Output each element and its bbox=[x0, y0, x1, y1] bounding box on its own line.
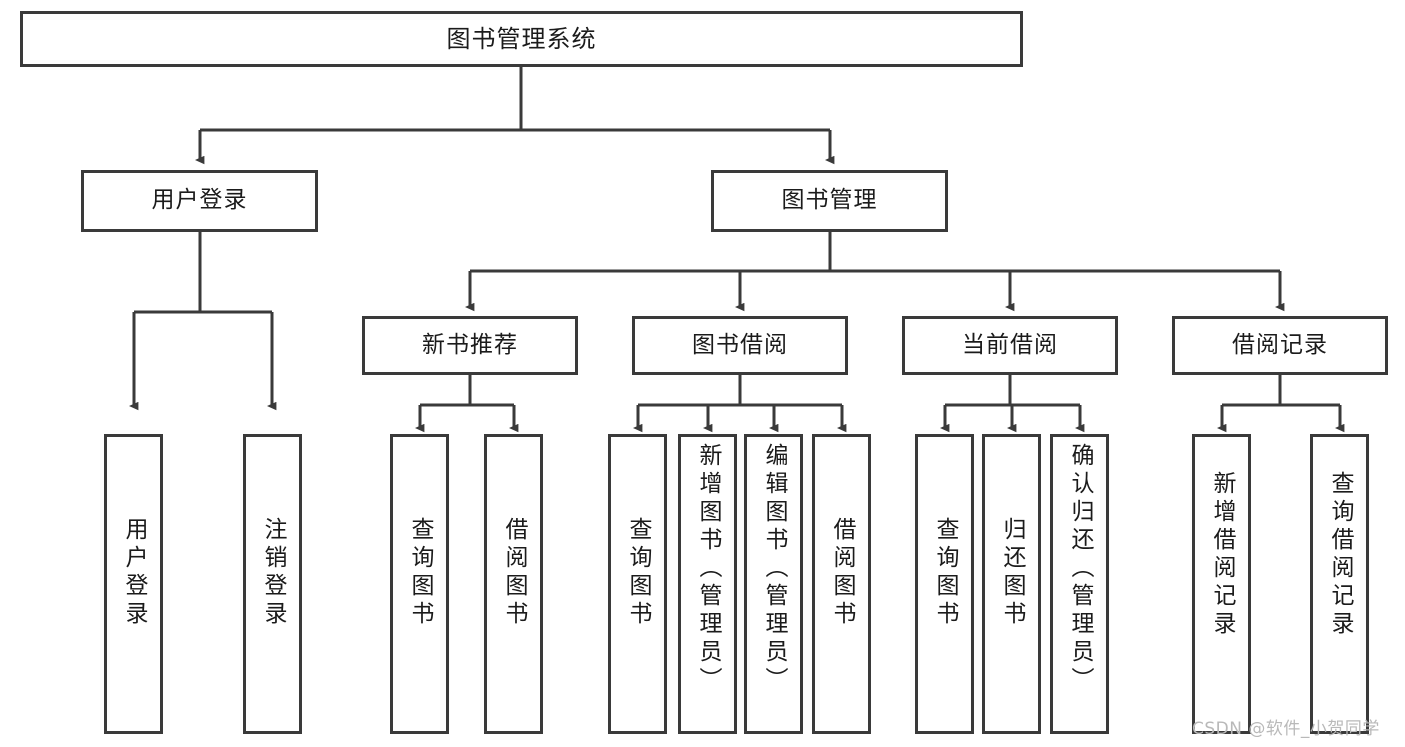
node-root-book-management-system[interactable]: 图书管理系统 bbox=[20, 11, 1023, 67]
node-label: 借阅图书 bbox=[829, 517, 855, 629]
node-book-borrow[interactable]: 图书借阅 bbox=[632, 316, 848, 375]
node-label: 注销登录 bbox=[260, 517, 286, 629]
node-label: 查询图书 bbox=[407, 517, 433, 629]
node-book-management[interactable]: 图书管理 bbox=[711, 170, 948, 232]
node-label: 当前借阅 bbox=[962, 331, 1058, 358]
node-label: 用户登录 bbox=[121, 517, 147, 629]
node-label: 新书推荐 bbox=[422, 331, 518, 358]
node-label: 查询借阅记录 bbox=[1327, 471, 1353, 639]
leaf-query-book-current[interactable]: 查询图书 bbox=[915, 434, 974, 734]
node-label: 新增图书（管理员） bbox=[695, 443, 721, 695]
leaf-edit-book-admin[interactable]: 编辑图书（管理员） bbox=[744, 434, 803, 734]
leaf-add-book-admin[interactable]: 新增图书（管理员） bbox=[678, 434, 737, 734]
node-label: 图书借阅 bbox=[692, 331, 788, 358]
node-new-book-recommend[interactable]: 新书推荐 bbox=[362, 316, 578, 375]
node-label: 新增借阅记录 bbox=[1209, 471, 1235, 639]
leaf-confirm-return-admin[interactable]: 确认归还（管理员） bbox=[1050, 434, 1109, 734]
node-borrow-record[interactable]: 借阅记录 bbox=[1172, 316, 1388, 375]
leaf-add-borrow-record[interactable]: 新增借阅记录 bbox=[1192, 434, 1251, 734]
node-label: 归还图书 bbox=[999, 517, 1025, 629]
leaf-logout[interactable]: 注销登录 bbox=[243, 434, 302, 734]
leaf-return-book[interactable]: 归还图书 bbox=[982, 434, 1041, 734]
node-label: 确认归还（管理员） bbox=[1067, 443, 1093, 695]
node-label: 图书管理系统 bbox=[446, 24, 597, 53]
node-label: 图书管理 bbox=[781, 187, 878, 214]
node-label: 借阅图书 bbox=[501, 517, 527, 629]
leaf-user-login[interactable]: 用户登录 bbox=[104, 434, 163, 734]
node-label: 编辑图书（管理员） bbox=[761, 443, 787, 695]
node-label: 借阅记录 bbox=[1232, 331, 1328, 358]
node-current-borrow[interactable]: 当前借阅 bbox=[902, 316, 1118, 375]
node-label: 用户登录 bbox=[151, 187, 248, 214]
csdn-watermark: CSDN @软件_小贺同学 bbox=[1192, 719, 1380, 739]
leaf-borrow-book-recommend[interactable]: 借阅图书 bbox=[484, 434, 543, 734]
node-label: 查询图书 bbox=[932, 517, 958, 629]
leaf-query-book-borrow[interactable]: 查询图书 bbox=[608, 434, 667, 734]
leaf-query-borrow-record[interactable]: 查询借阅记录 bbox=[1310, 434, 1369, 734]
node-user-login[interactable]: 用户登录 bbox=[81, 170, 318, 232]
leaf-query-book-recommend[interactable]: 查询图书 bbox=[390, 434, 449, 734]
leaf-borrow-book[interactable]: 借阅图书 bbox=[812, 434, 871, 734]
node-label: 查询图书 bbox=[625, 517, 651, 629]
